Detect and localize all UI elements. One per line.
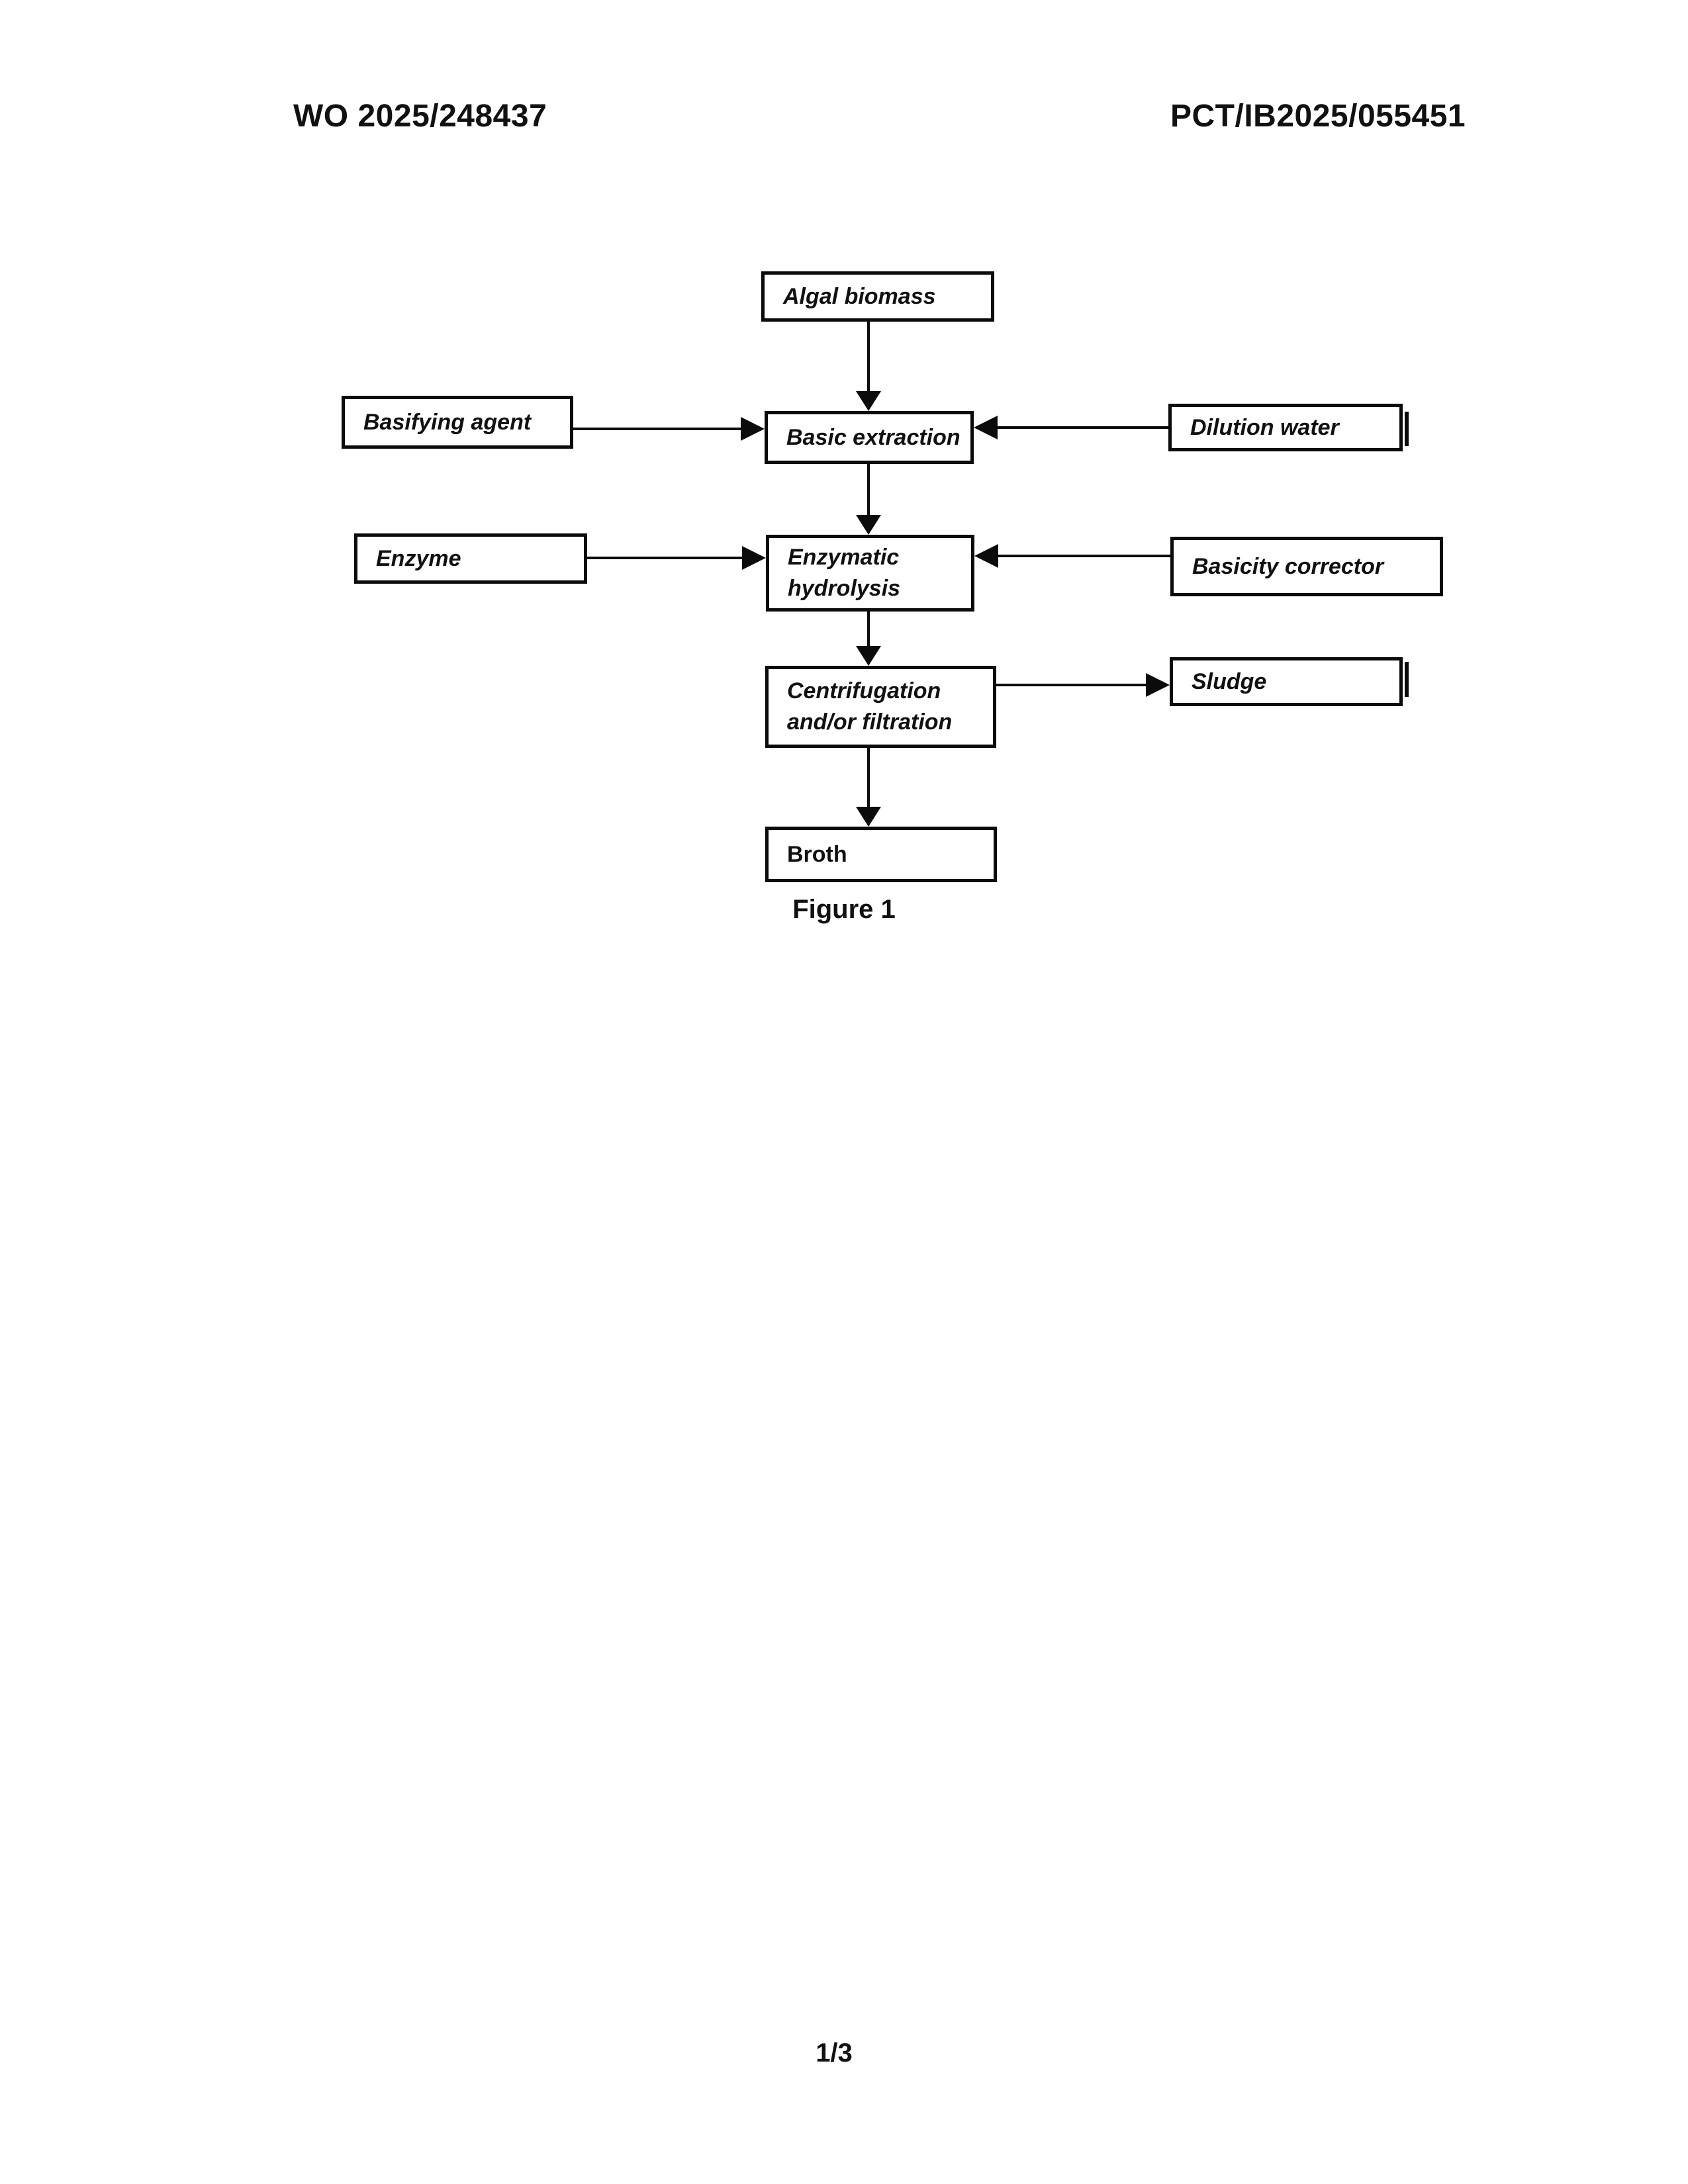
node-sludge-label: Sludge: [1192, 668, 1267, 694]
node-basicity-corrector: Basicity corrector: [1170, 537, 1443, 596]
publication-number: WO 2025/248437: [293, 99, 547, 134]
node-basifying-agent: Basifying agent: [342, 396, 573, 449]
node-centrifugation-filtration-label: Centrifugation and/or filtration: [787, 678, 953, 735]
edge-algal-to-extraction-arrowhead: [856, 391, 881, 411]
node-enzymatic-hydrolysis: Enzymatic hydrolysis: [766, 535, 974, 612]
node-basicity-corrector-label: Basicity corrector: [1192, 553, 1384, 579]
edge-basicity-to-hydrolysis-line: [996, 555, 1170, 557]
node-enzymatic-hydrolysis-label: Enzymatic hydrolysis: [788, 545, 901, 601]
edge-centrifugation-to-broth-line: [867, 748, 870, 807]
edge-hydrolysis-to-centrifugation-line: [867, 612, 870, 646]
node-dilution-water: Dilution water: [1168, 404, 1403, 451]
edge-extraction-to-hydrolysis-line: [867, 464, 870, 516]
node-enzyme-label: Enzyme: [376, 545, 461, 571]
node-basic-extraction: Basic extraction: [765, 411, 974, 464]
edge-basicity-to-hydrolysis-arrowhead: [974, 544, 998, 568]
dilution-water-box-edge-mark: [1405, 412, 1409, 446]
node-sludge: Sludge: [1170, 657, 1403, 706]
node-broth: Broth: [765, 827, 997, 882]
edge-dilution-to-extraction-arrowhead: [974, 416, 998, 439]
node-basic-extraction-label: Basic extraction: [786, 424, 961, 450]
edge-centrifugation-to-sludge-arrowhead: [1146, 673, 1170, 697]
edge-centrifugation-to-sludge-line: [996, 684, 1147, 686]
node-enzyme: Enzyme: [354, 533, 587, 584]
edge-hydrolysis-to-centrifugation-arrowhead: [856, 646, 881, 666]
node-dilution-water-label: Dilution water: [1190, 414, 1339, 440]
edge-enzyme-to-hydrolysis-line: [587, 557, 743, 559]
edge-extraction-to-hydrolysis-arrowhead: [856, 515, 881, 535]
application-number: PCT/IB2025/055451: [1170, 99, 1466, 134]
edge-dilution-to-extraction-line: [996, 426, 1168, 429]
edge-enzyme-to-hydrolysis-arrowhead: [742, 546, 766, 570]
edge-centrifugation-to-broth-arrowhead: [856, 807, 881, 827]
node-centrifugation-filtration: Centrifugation and/or filtration: [765, 666, 996, 748]
node-basifying-agent-label: Basifying agent: [363, 409, 532, 435]
sludge-box-edge-mark: [1405, 662, 1409, 697]
node-algal-biomass: Algal biomass: [761, 271, 994, 322]
figure-caption: Figure 1: [792, 895, 896, 924]
edge-basifying-to-extraction-arrowhead: [741, 417, 765, 441]
node-algal-biomass-label: Algal biomass: [783, 283, 936, 309]
sheet-number: 1/3: [816, 2038, 853, 2068]
node-broth-label: Broth: [787, 841, 847, 867]
edge-algal-to-extraction-line: [867, 322, 870, 393]
edge-basifying-to-extraction-line: [573, 428, 742, 430]
